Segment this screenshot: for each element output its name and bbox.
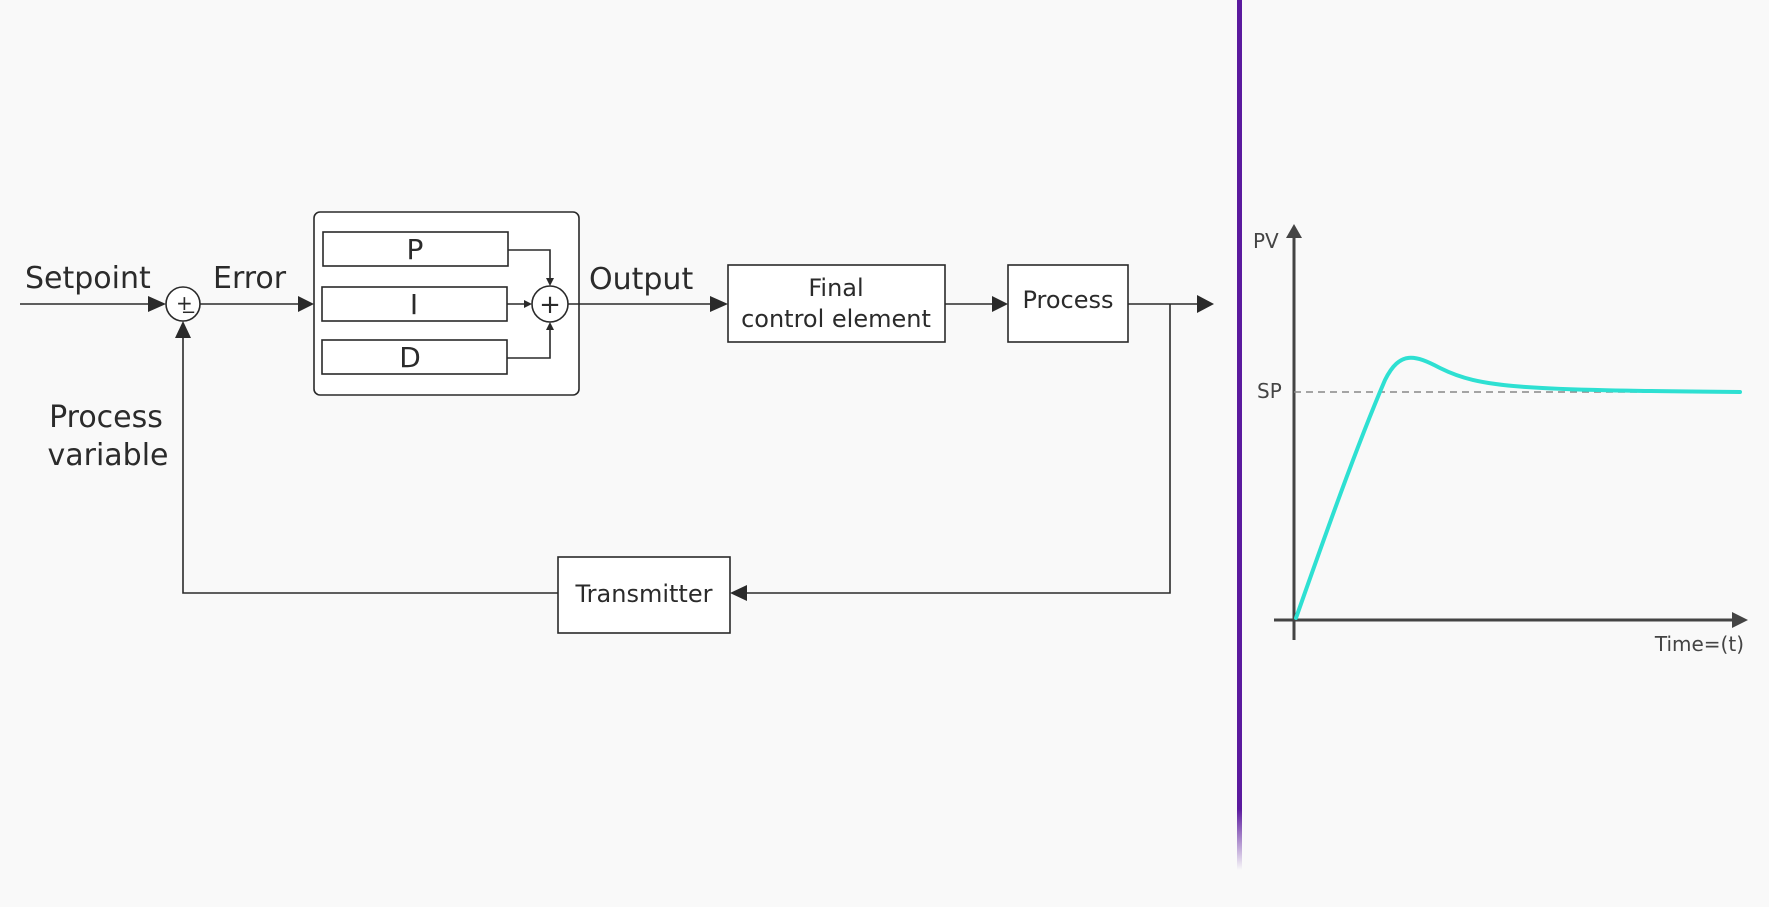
panel-divider: [1237, 0, 1242, 870]
pv-response-curve: [1294, 355, 1742, 620]
summing-minus-sign: −: [181, 302, 196, 323]
d-to-sum-arrowhead: [546, 322, 554, 330]
process-block: [1007, 264, 1129, 343]
setpoint-label: Setpoint: [25, 261, 151, 296]
transmitter-block: [557, 556, 731, 634]
process-variable-label-line1: Process: [49, 400, 163, 435]
error-label: Error: [213, 261, 287, 296]
feedback-to-transmitter-arrowhead: [730, 585, 747, 601]
y-axis-label: PV: [1253, 229, 1279, 253]
p-block-label: P: [407, 233, 424, 266]
feedback-wire-left: [182, 337, 558, 594]
x-axis-label: Time=(t): [1654, 632, 1744, 656]
p-block: [322, 231, 509, 267]
error-arrowhead: [298, 296, 314, 312]
final-control-label-line2: control element: [741, 305, 931, 333]
final-control-element-block: [727, 264, 946, 343]
process-label: Process: [1022, 286, 1113, 314]
setpoint-label: SP: [1257, 379, 1282, 403]
d-block-label: D: [399, 341, 421, 374]
i-block-label: I: [410, 288, 418, 321]
process-variable-label-line2: variable: [47, 438, 168, 473]
output-label: Output: [589, 262, 693, 297]
setpoint-arrowhead: [148, 296, 166, 312]
process-output-arrowhead: [1197, 295, 1214, 313]
pid-sum-sign: +: [539, 290, 561, 320]
response-plot: PV SP Time=(t): [1253, 224, 1748, 656]
summing-plus-sign: +: [176, 291, 193, 315]
feedback-to-junction-arrowhead: [175, 321, 191, 338]
fce-to-process-arrowhead: [992, 296, 1008, 312]
x-axis-arrowhead: [1732, 612, 1748, 628]
d-block: [321, 339, 508, 375]
y-axis-arrowhead: [1286, 224, 1302, 238]
p-to-sum-arrowhead: [546, 278, 554, 286]
final-control-label-line1: Final: [808, 274, 863, 302]
transmitter-label: Transmitter: [575, 580, 713, 608]
feedback-wire-right: [745, 304, 1171, 594]
output-arrowhead: [710, 296, 728, 312]
i-to-sum-arrowhead: [524, 300, 532, 308]
d-to-sum-wire: [507, 328, 551, 359]
p-to-sum-wire: [508, 249, 551, 280]
